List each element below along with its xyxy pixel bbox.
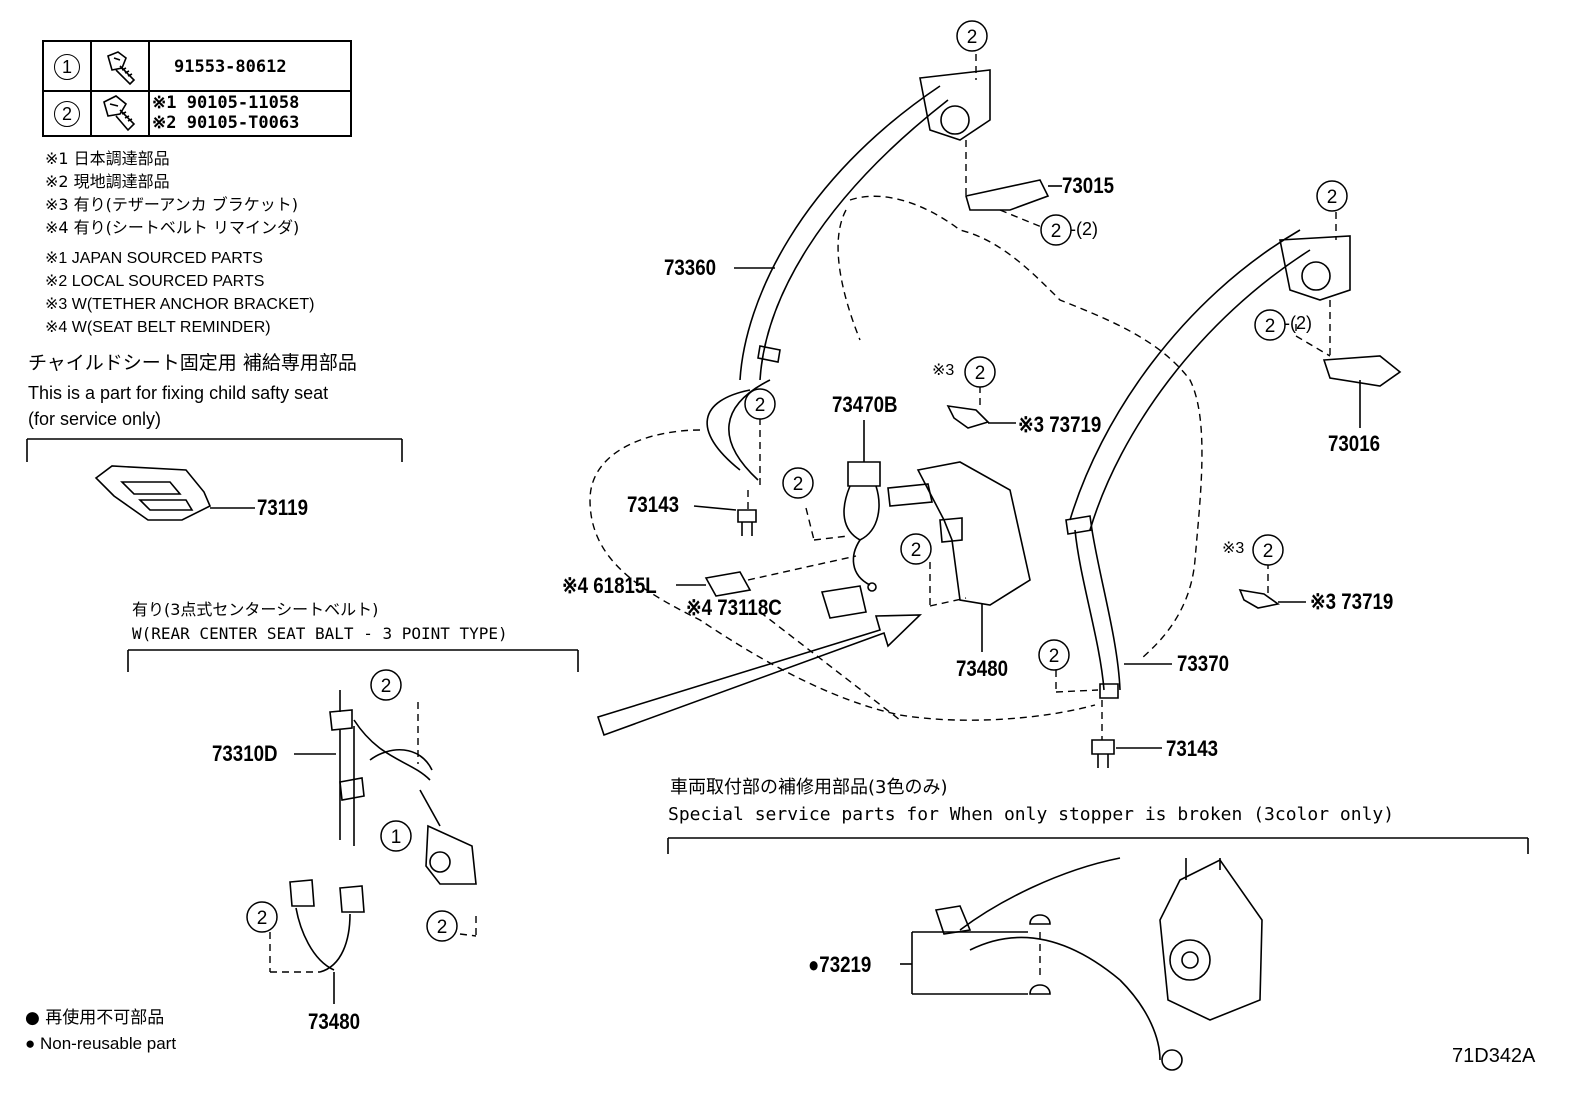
svg-text:2: 2 <box>1049 646 1060 667</box>
callout-qty-right: -(2) <box>1284 313 1312 333</box>
note-en-3: ※3 W(TETHER ANCHOR BRACKET) <box>45 296 315 313</box>
svg-text:2: 2 <box>967 27 978 48</box>
note-jp-4: ※4 有り(シートベルト リマインダ) <box>45 218 300 237</box>
tether-mark-lower: ※3 <box>1222 540 1245 557</box>
note-en-1: ※1 JAPAN SOURCED PARTS <box>45 250 263 267</box>
diagram-id: 71D342A <box>1452 1045 1536 1067</box>
callout-2 <box>246 901 278 933</box>
part-label-73143-left: 73143 <box>627 492 680 517</box>
non-reusable-note-en: ● Non-reusable part <box>25 1034 177 1053</box>
fastener-legend-table: 1 2 91553-80612 ※1 90105-11058 ※2 90105-… <box>42 40 352 137</box>
bracket-73119-shape <box>26 438 403 521</box>
callout-circles <box>246 20 1348 942</box>
stopper-title-jp: 車両取付部の補修用部品(3色のみ) <box>670 777 948 798</box>
part-label-73719-lower: ※3 73719 <box>1310 589 1394 614</box>
callout-2 <box>956 20 988 52</box>
tether-bracket-upper <box>946 404 990 429</box>
callout-2 <box>1040 214 1072 246</box>
callout-2 <box>1316 180 1348 212</box>
callout-2 <box>1038 639 1070 671</box>
svg-text:2: 2 <box>257 908 268 929</box>
part-label-73119: 73119 <box>257 495 308 520</box>
legend-part-1: 91553-80612 <box>174 57 287 77</box>
buckle-73470b <box>843 420 933 592</box>
svg-text:2: 2 <box>381 676 392 697</box>
callout-1-symbol: 1 <box>54 54 80 80</box>
part-label-73470b: 73470B <box>832 392 898 417</box>
note-jp-2: ※2 現地調達部品 <box>45 172 170 191</box>
callout-2 <box>1254 309 1286 341</box>
svg-text:2: 2 <box>1265 316 1276 337</box>
center-buckles-73480 <box>269 879 365 1004</box>
part-label-73480-main: 73480 <box>956 656 1009 681</box>
direction-arrow <box>596 614 923 737</box>
note-jp-3: ※3 有り(テザーアンカ ブラケット) <box>45 195 298 214</box>
callout-2 <box>744 388 776 420</box>
center-belt-assembly <box>294 690 477 937</box>
bolt-73143-left <box>693 490 757 536</box>
seat-back-outline <box>849 195 1203 661</box>
callout-2 <box>370 669 402 701</box>
part-label-73016: 73016 <box>1328 431 1381 456</box>
belt-73360 <box>706 69 991 481</box>
stopper-assembly <box>900 857 1263 1071</box>
part-label-73015: 73015 <box>1062 173 1115 198</box>
stopper-section-bracket <box>667 837 1529 854</box>
stopper-title-en: Special service parts for When only stop… <box>668 804 1395 825</box>
part-label-73719-upper: ※3 73719 <box>1018 412 1102 437</box>
callout-2 <box>426 910 458 942</box>
part-label-73480-center: 73480 <box>308 1009 361 1034</box>
svg-text:2: 2 <box>1051 221 1062 242</box>
part-label-73219: ●73219 <box>808 952 872 977</box>
child-seat-title-en1: This is a part for fixing child safty se… <box>28 383 329 403</box>
child-seat-title-en2: (for service only) <box>28 409 162 429</box>
legend-part-2a: ※1 90105-11058 <box>152 93 300 113</box>
note-en-2: ※2 LOCAL SOURCED PARTS <box>45 273 265 290</box>
note-jp-1: ※1 日本調達部品 <box>45 149 170 168</box>
bracket-73015 <box>964 179 1050 211</box>
svg-text:2: 2 <box>1263 541 1274 562</box>
svg-text:2: 2 <box>793 474 804 495</box>
part-label-61815l: ※4 61815L <box>562 573 657 598</box>
callout-qty-upper: -(2) <box>1070 219 1098 239</box>
svg-text:1: 1 <box>391 827 402 848</box>
part-label-73310d: 73310D <box>212 741 278 766</box>
center-belt-bracket <box>127 649 579 672</box>
callout-2 <box>964 356 996 388</box>
bolt-icon <box>107 51 136 86</box>
bracket-73016 <box>1322 355 1402 387</box>
seat-cushion-outline <box>589 429 1096 721</box>
callout-2 <box>1252 534 1284 566</box>
callout-2 <box>900 533 932 565</box>
svg-text:2: 2 <box>755 395 766 416</box>
sensor-73118c <box>820 585 867 619</box>
part-label-73118c: ※4 73118C <box>686 595 782 620</box>
svg-text:2: 2 <box>975 363 986 384</box>
center-belt-title-jp: 有り(3点式センターシートベルト) <box>132 600 379 619</box>
callout-2-symbol: 2 <box>54 101 80 127</box>
non-reusable-note-jp: ● 再使用不可部品 <box>25 1008 165 1028</box>
note-en-4: ※4 W(SEAT BELT REMINDER) <box>45 319 271 336</box>
part-label-73360: 73360 <box>664 255 717 280</box>
belt-73370 <box>1065 229 1351 699</box>
buckle-73480-main <box>916 461 1031 652</box>
part-label-73370: 73370 <box>1177 651 1230 676</box>
part-label-73143-right: 73143 <box>1166 736 1219 761</box>
tether-bracket-lower <box>1238 588 1280 609</box>
tether-mark-upper: ※3 <box>932 362 955 379</box>
reminder-61815l <box>704 571 752 597</box>
svg-text:2: 2 <box>437 917 448 938</box>
bolt-icon <box>103 95 136 132</box>
legend-part-2b: ※2 90105-T0063 <box>152 113 300 133</box>
child-seat-title-jp: チャイルドシート固定用 補給専用部品 <box>28 352 357 374</box>
bolt-73143-right <box>1091 700 1162 768</box>
callout-1 <box>380 820 412 852</box>
center-belt-title-en: W(REAR CENTER SEAT BALT - 3 POINT TYPE) <box>132 624 508 643</box>
callout-2 <box>782 467 814 499</box>
svg-text:2: 2 <box>1327 187 1338 208</box>
svg-text:2: 2 <box>911 540 922 561</box>
